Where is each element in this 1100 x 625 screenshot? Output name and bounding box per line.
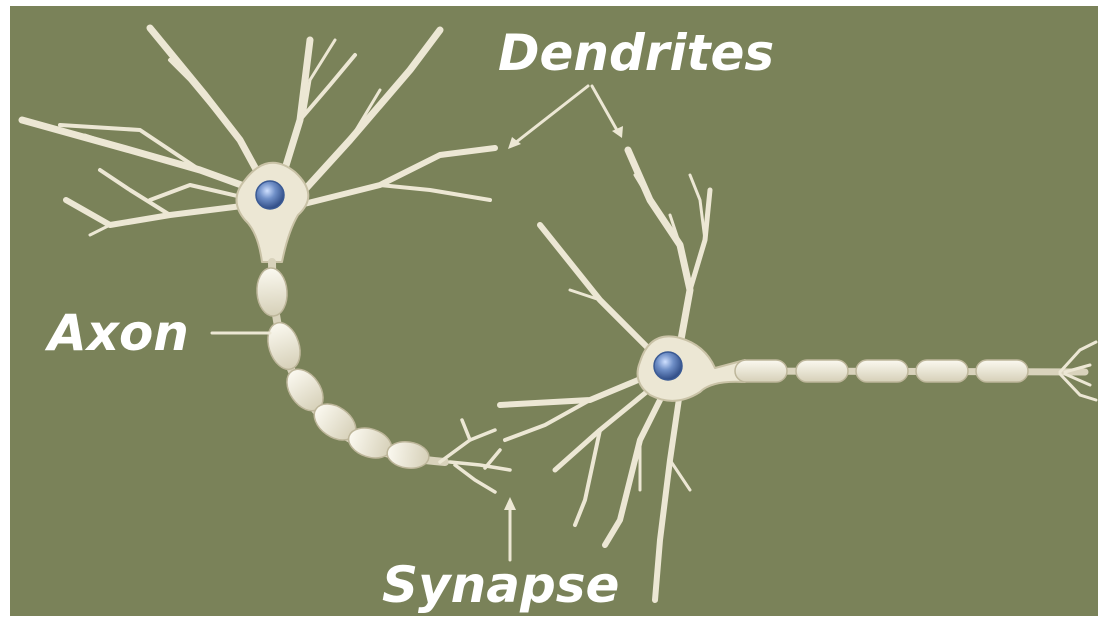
- right-myelin-segments: [735, 360, 1028, 382]
- synapse-label: Synapse: [382, 556, 619, 614]
- neuron-left-nucleus: [256, 181, 284, 209]
- neuron-right-nucleus: [654, 352, 682, 380]
- dendrites-label: Dendrites: [498, 24, 774, 82]
- axon-label: Axon: [44, 304, 189, 362]
